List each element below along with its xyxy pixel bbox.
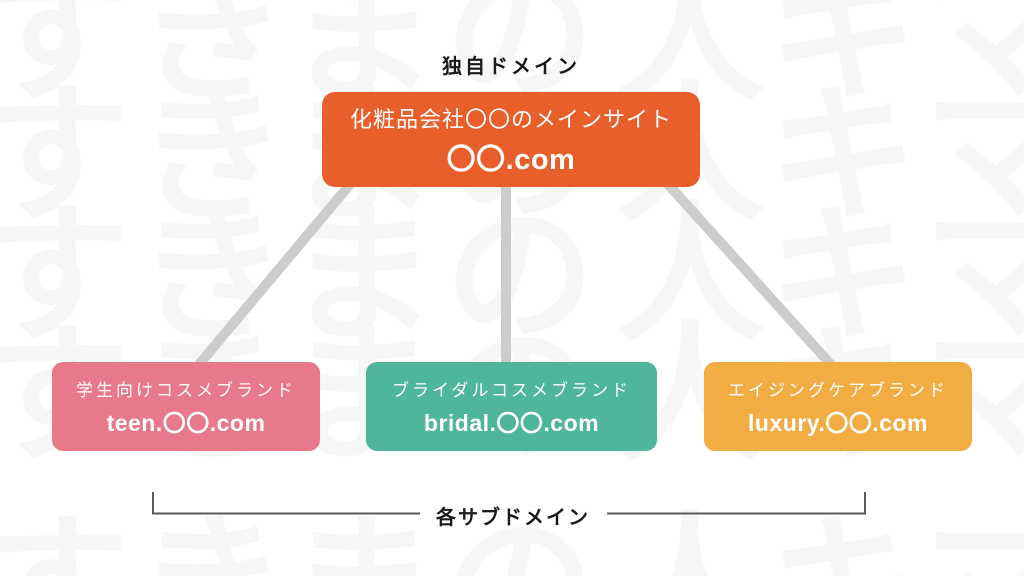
subdomain-description: 学生向けコスメブランド [76, 380, 296, 400]
subdomain-description: ブライダルコスメブランド [392, 380, 631, 400]
main-site-domain: 〇〇.com [446, 143, 576, 176]
connector-line-left [192, 178, 356, 372]
watermark-character: マ [922, 0, 1024, 119]
subdomain-box-luxury: エイジングケアブランド luxury.〇〇.com [704, 362, 972, 451]
watermark-character: す [0, 71, 131, 239]
watermark-character: キ [768, 510, 918, 576]
watermark-character: の [445, 510, 595, 576]
watermark-character: 人 [614, 191, 766, 359]
watermark-character: 人 [615, 510, 765, 576]
subdomain-bracket-left [152, 492, 420, 515]
watermark-character: 人 [614, 0, 766, 119]
watermark-character: き [136, 71, 288, 239]
subdomain-bracket-right [607, 492, 866, 515]
watermark-character: ま [287, 510, 437, 576]
watermark-character: き [137, 510, 287, 576]
main-site-box: 化粧品会社〇〇のメインサイト 〇〇.com [322, 92, 700, 187]
subdomain-description: エイジングケアブランド [728, 380, 948, 400]
main-site-description: 化粧品会社〇〇のメインサイト [349, 106, 672, 132]
root-domain-label: 独自ドメイン [442, 56, 580, 78]
watermark-character: す [0, 510, 130, 576]
watermark-character: ま [286, 0, 438, 119]
subdomain-box-bridal: ブライダルコスメブランド bridal.〇〇.com [366, 362, 657, 451]
watermark-character: キ [767, 0, 919, 119]
watermark-character: す [0, 0, 131, 119]
subdomain-box-teen: 学生向けコスメブランド teen.〇〇.com [52, 362, 320, 451]
watermark-character: の [444, 0, 596, 119]
watermark-character: き [136, 0, 288, 119]
watermark-character: キ [767, 71, 919, 239]
subdomain-domain: bridal.〇〇.com [423, 409, 600, 436]
connector-line-right [662, 178, 838, 372]
subdomain-domain: luxury.〇〇.com [748, 409, 928, 436]
watermark-character: マ [922, 71, 1024, 239]
watermark-character: マ [923, 510, 1024, 576]
watermark-character: す [0, 191, 131, 359]
watermark-character: の [444, 191, 596, 359]
watermark-character: き [136, 191, 288, 359]
watermark-character: マ [922, 191, 1024, 359]
subdomain-bracket-label: 各サブドメイン [436, 507, 590, 529]
subdomain-domain: teen.〇〇.com [106, 409, 266, 436]
